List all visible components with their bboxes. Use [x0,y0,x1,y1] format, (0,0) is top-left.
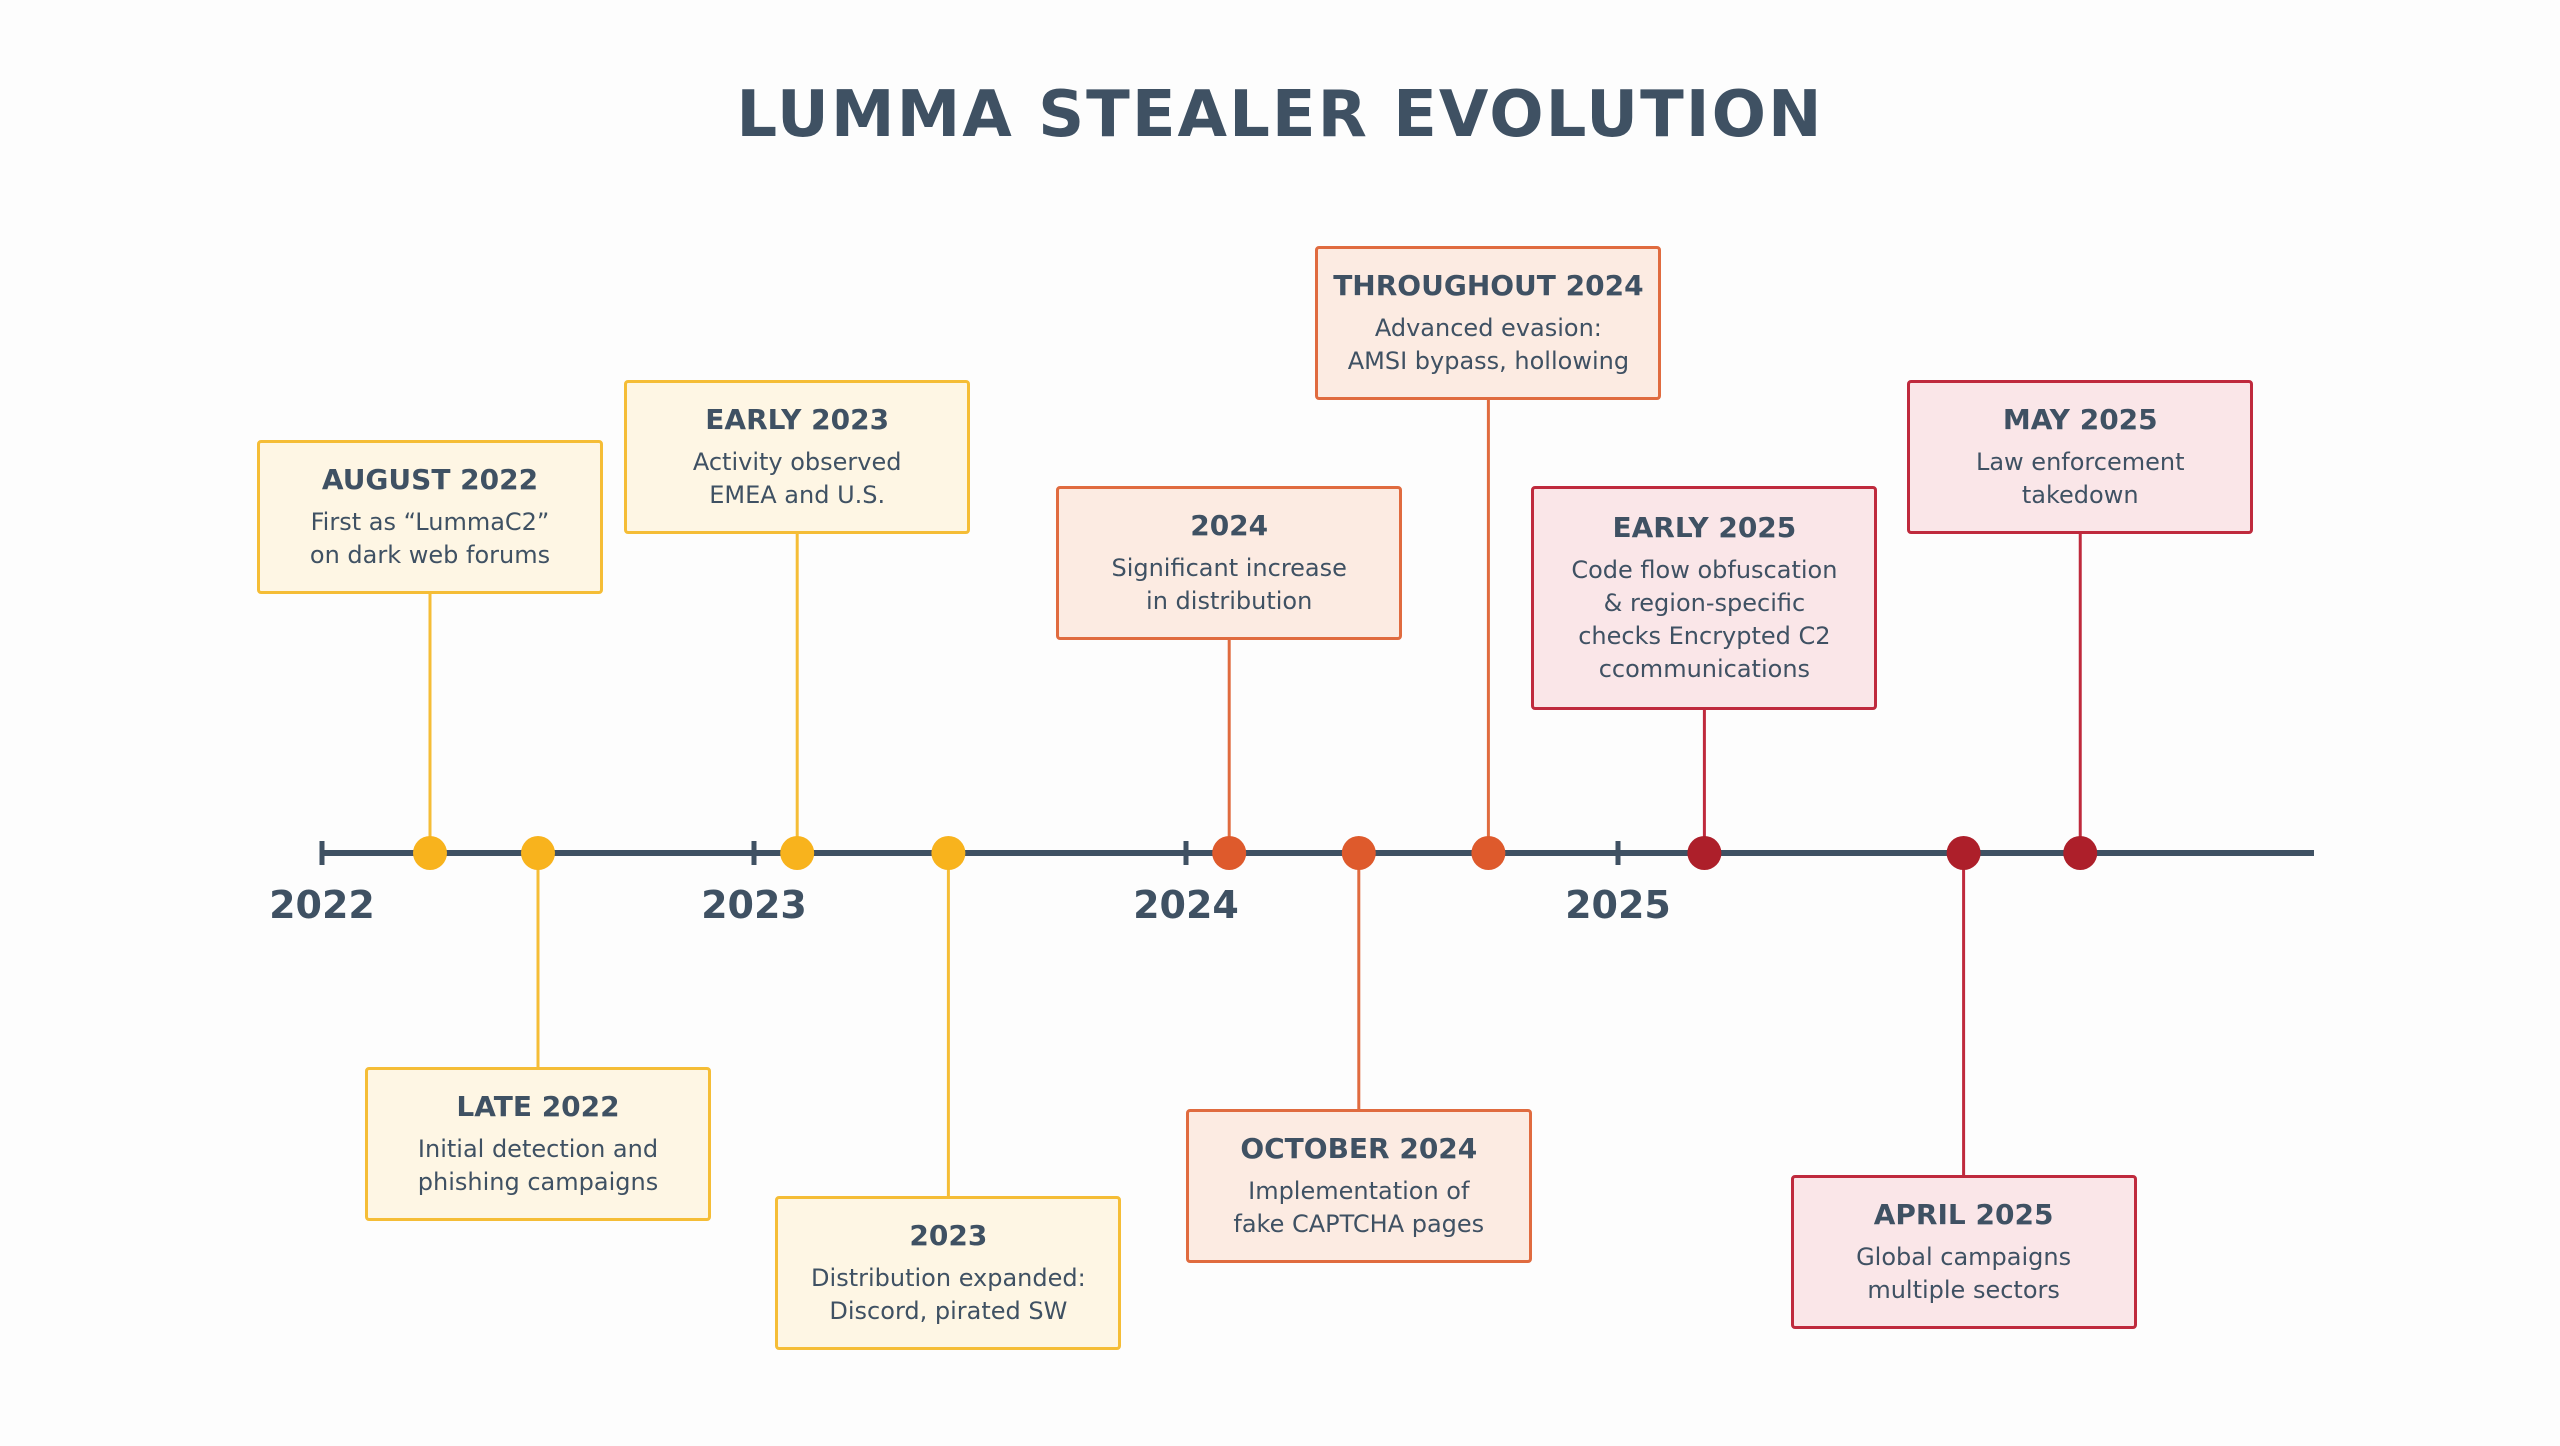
event-description: Implementation of fake CAPTCHA pages [1233,1175,1484,1241]
year-label: 2022 [269,883,375,927]
event-description-line: multiple sectors [1867,1275,2060,1304]
event-description-line: checks Encrypted C2 [1578,621,1831,650]
event-marker [1212,836,1247,870]
diagram-title: LUMMA STEALER EVOLUTION [736,78,1824,152]
event-marker [2063,836,2098,870]
year-label: 2023 [701,883,807,927]
event-description-line: Distribution expanded: [811,1263,1086,1292]
year-label: 2024 [1133,883,1239,927]
event-description: Advanced evasion: AMSI bypass, hollowing [1348,312,1629,378]
event-title: EARLY 2023 [705,402,890,436]
event-description-line: Activity observed [692,447,902,476]
event-description: First as “LummaC2” on dark web forums [310,506,550,572]
event-marker [780,836,815,870]
event-description: Code flow obfuscation & region-specific ch… [1571,554,1837,686]
event-description-line: Initial detection and [417,1134,659,1163]
event-description-line: Advanced evasion: [1374,313,1602,342]
event-description: Significant increase in distribution [1111,552,1346,618]
event-marker [1946,836,1981,870]
event-description-line: fake CAPTCHA pages [1233,1209,1485,1238]
event-title: 2023 [909,1218,988,1252]
event-title: EARLY 2025 [1612,510,1797,544]
event-title: LATE 2022 [456,1089,620,1123]
event-marker [413,836,447,870]
event-description-line: in distribution [1146,586,1313,615]
event-description-line: ccommunications [1598,654,1811,683]
event-title: OCTOBER 2024 [1240,1131,1478,1165]
event-description-line: Implementation of [1248,1176,1470,1205]
event-description-line: Significant increase [1111,553,1347,582]
event-description-line: Discord, pirated SW [829,1296,1068,1325]
event-description-line: phishing campaigns [417,1167,659,1196]
event-title: AUGUST 2022 [321,462,539,496]
event-marker [931,836,966,870]
event-description-line: on dark web forums [309,540,551,569]
year-label: 2025 [1565,883,1671,927]
event-marker [1471,836,1506,870]
event-description-line: Global campaigns [1856,1242,2072,1271]
event-description: Initial detection and phishing campaigns [418,1133,658,1199]
event-title: APRIL 2025 [1873,1197,2054,1231]
event-description-line: First as “LummaC2” [310,507,550,536]
event-description-line: Law enforcement [1975,447,2185,476]
event-marker [521,836,555,870]
event-marker [1687,836,1722,870]
event-description: Distribution expanded: Discord, pirated S… [811,1262,1086,1328]
event-title: MAY 2025 [2002,402,2158,436]
event-title: THROUGHOUT 2024 [1333,268,1644,302]
event-description-line: & region-specific [1603,588,1806,617]
event-description-line: takedown [2021,480,2139,509]
event-title: 2024 [1190,508,1269,542]
event-marker [1341,836,1376,870]
event-description: Global campaigns multiple sectors [1856,1241,2071,1307]
event-description: Law enforcement takedown [1976,446,2185,512]
event-description-line: EMEA and U.S. [709,480,886,509]
event-description-line: AMSI bypass, hollowing [1347,346,1630,375]
event-description-line: Code flow obfuscation [1571,555,1838,584]
